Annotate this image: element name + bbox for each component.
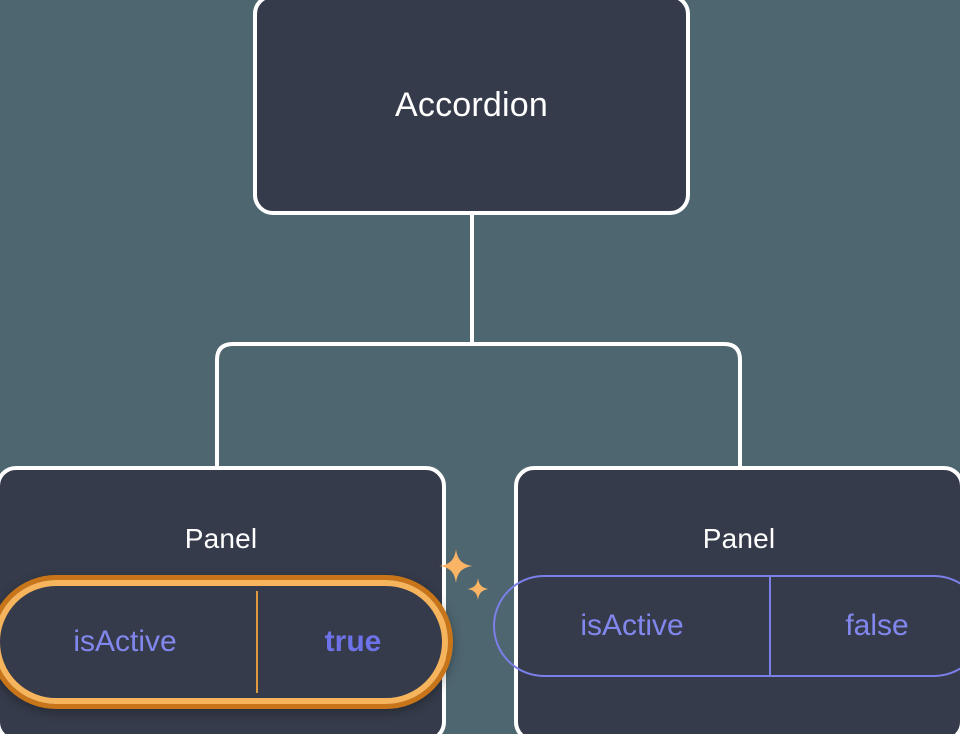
prop-value-label: false bbox=[769, 577, 960, 675]
sparkle-large-icon bbox=[439, 549, 473, 583]
node-accordion[interactable]: Accordion bbox=[253, 0, 690, 215]
prop-pill-is-active[interactable]: isActive false bbox=[493, 575, 960, 677]
node-accordion-title: Accordion bbox=[395, 85, 548, 124]
prop-pill-active-wrap: isActive true bbox=[0, 549, 489, 709]
node-panel-active-title: Panel bbox=[184, 523, 258, 554]
prop-key-label: isActive bbox=[73, 625, 177, 658]
prop-value-label: true bbox=[256, 591, 448, 693]
prop-pill-is-active[interactable]: isActive true bbox=[0, 575, 453, 709]
node-panel-active[interactable]: Panel isActive true bbox=[0, 466, 489, 734]
prop-pill-inactive-wrap: isActive false bbox=[493, 575, 960, 677]
prop-key-label: isActive bbox=[580, 609, 684, 642]
sparkle-small-icon bbox=[467, 578, 489, 600]
connector-branch-bus bbox=[215, 342, 742, 470]
node-panel-inactive[interactable]: Panel isActive false bbox=[493, 466, 960, 734]
node-panel-inactive-title: Panel bbox=[702, 523, 776, 554]
